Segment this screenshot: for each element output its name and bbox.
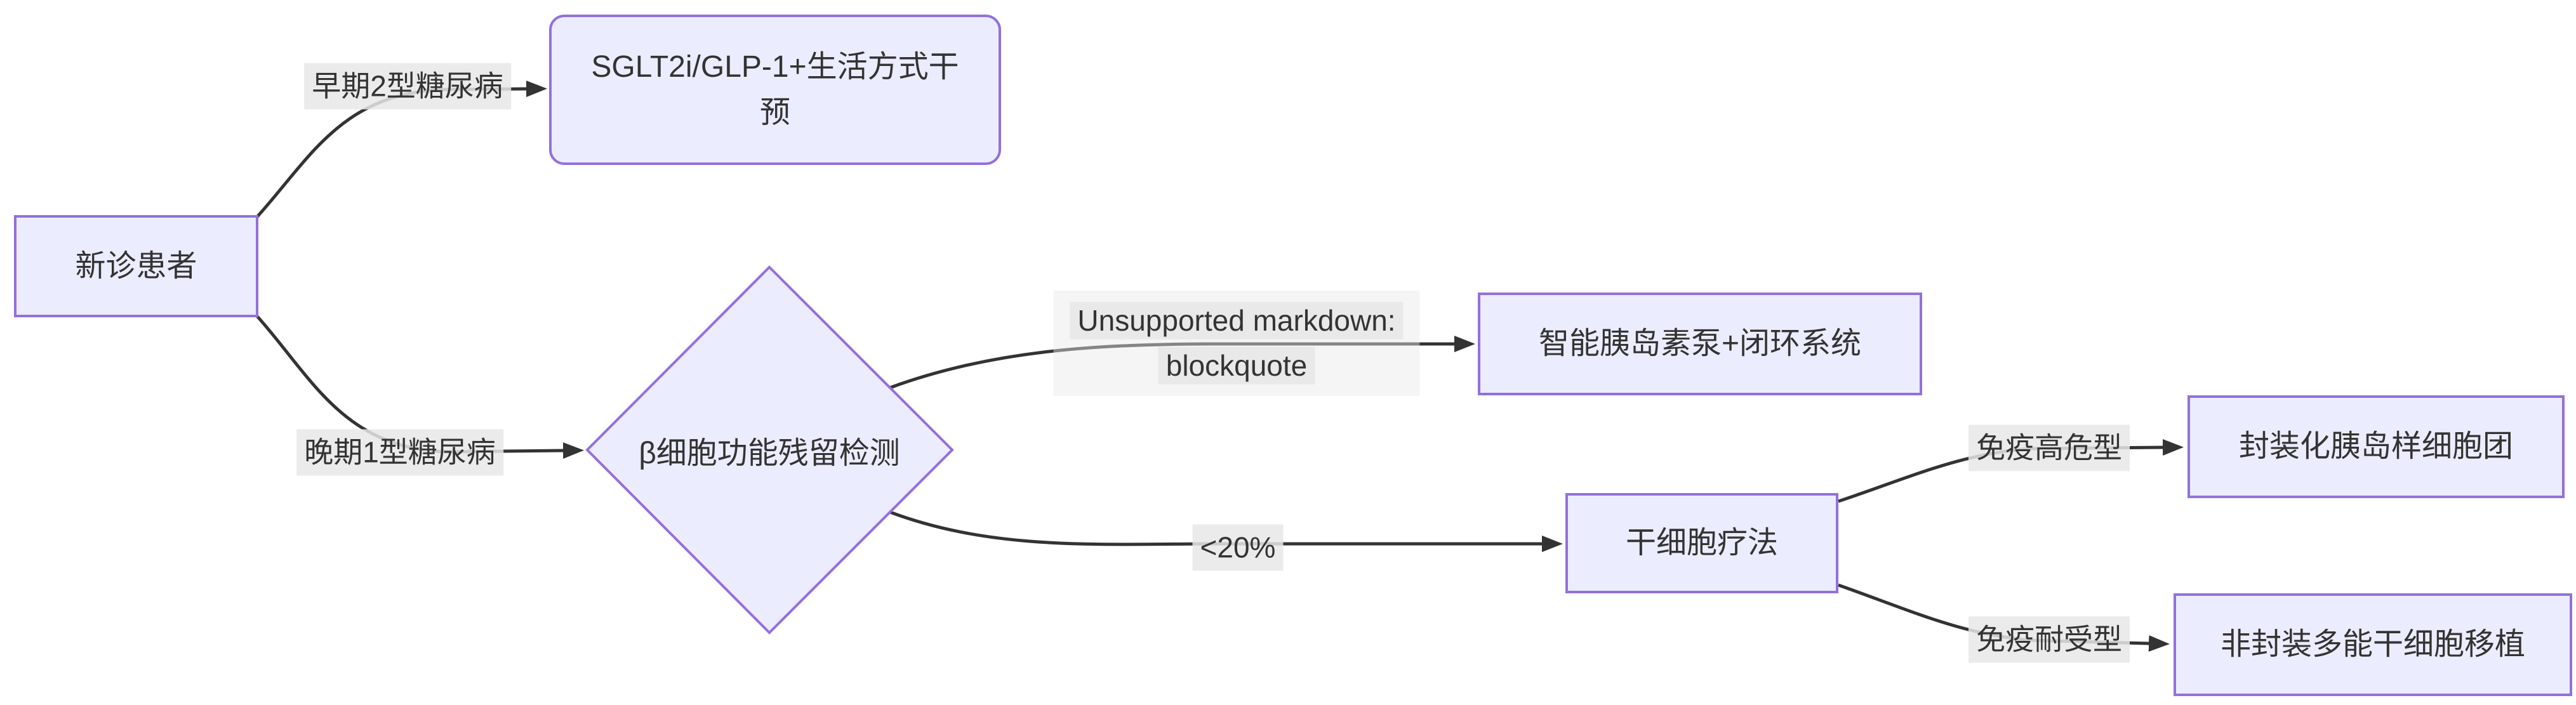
edge-label-unsupported-markdown-line1: Unsupported markdown: xyxy=(1070,301,1404,339)
edge-blockquote xyxy=(889,336,1475,390)
edge-label-early-type2: 早期2型糖尿病 xyxy=(304,63,511,110)
edge-label-immune-high-risk: 免疫高危型 xyxy=(1969,425,2130,471)
node-smart-insulin-pump: 智能胰岛素泵+闭环系统 xyxy=(1478,293,1922,395)
decision-diamond-shape xyxy=(585,265,954,635)
node-encapsulated-islet: 封装化胰岛样细胞团 xyxy=(2188,395,2565,498)
edge-label-late-type1: 晚期1型糖尿病 xyxy=(296,429,503,476)
edge-label-unsupported-markdown-line2: blockquote xyxy=(1158,347,1315,385)
node-non-encapsulated-transplant: 非封装多能干细胞移植 xyxy=(2174,593,2572,696)
node-stem-cell-therapy: 干细胞疗法 xyxy=(1565,493,1838,593)
node-new-patient: 新诊患者 xyxy=(14,215,258,317)
edge-label-lt20pct: <20% xyxy=(1192,524,1284,571)
edge-label-unsupported-markdown: Unsupported markdown: blockquote xyxy=(1053,290,1420,397)
edge-lt20pct xyxy=(889,510,1563,552)
node-beta-cell-test-label: β细胞功能残留检测 xyxy=(639,437,900,470)
node-sglt2i-glp1-lifestyle: SGLT2i/GLP-1+生活方式干预 xyxy=(549,15,1001,165)
edge-label-immune-tolerant: 免疫耐受型 xyxy=(1969,616,2130,663)
